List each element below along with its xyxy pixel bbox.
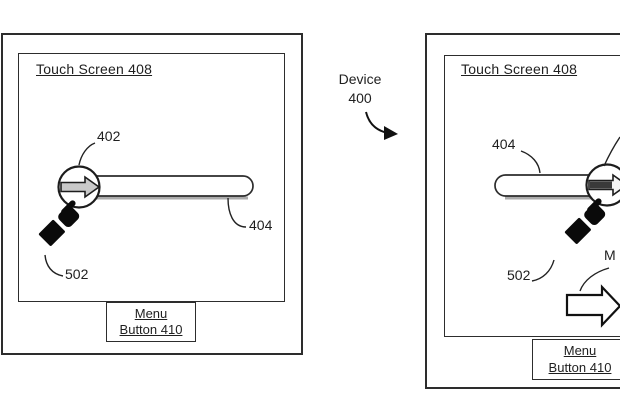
- left-touch-screen: [18, 53, 285, 302]
- left-ref-label-402: 402: [97, 128, 120, 144]
- left-menu-button-line1: Menu: [135, 306, 168, 322]
- right-touch-screen: [444, 55, 620, 337]
- device-callout-arrow-icon: [366, 112, 398, 140]
- right-menu-button: Menu Button 410: [532, 339, 620, 380]
- left-menu-button: Menu Button 410: [106, 302, 196, 342]
- right-menu-button-line2: Button 410: [549, 360, 612, 376]
- right-ref-label-502: 502: [507, 267, 530, 283]
- device-callout-label: Device 400: [328, 70, 392, 108]
- right-ref-label-404: 404: [492, 136, 515, 152]
- right-ref-label-movement: M: [604, 247, 616, 263]
- right-menu-button-line1: Menu: [564, 343, 597, 359]
- right-touch-screen-label: Touch Screen 408: [461, 61, 577, 77]
- device-callout-line1: Device: [328, 70, 392, 89]
- left-menu-button-line2: Button 410: [120, 322, 183, 338]
- device-callout-line2: 400: [328, 89, 392, 108]
- left-ref-label-404: 404: [249, 217, 272, 233]
- left-touch-screen-label: Touch Screen 408: [36, 61, 152, 77]
- left-ref-label-502: 502: [65, 266, 88, 282]
